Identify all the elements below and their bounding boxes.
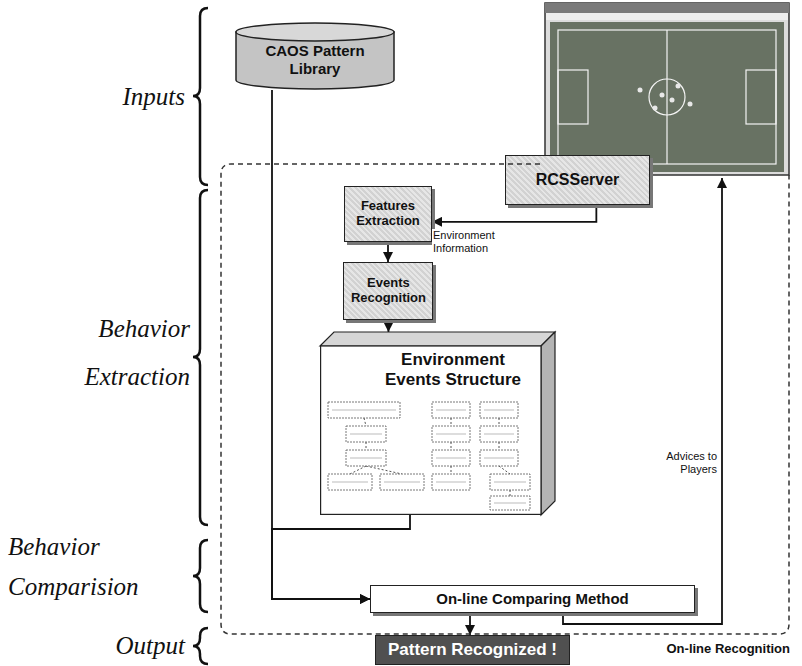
- player-dot: [676, 84, 681, 89]
- process-box: Features Extraction: [344, 186, 432, 242]
- window-frame: [545, 3, 789, 175]
- menu-bar: [546, 13, 788, 20]
- player-dot: [670, 98, 675, 103]
- connector-arrow: [469, 613, 471, 635]
- section-label: Behavior Comparision: [8, 527, 186, 607]
- output-box: Pattern Recognized !: [375, 635, 570, 665]
- connector-arrow: [388, 320, 390, 332]
- database-cylinder: CAOS Pattern Library: [235, 22, 395, 90]
- curly-brace: [193, 540, 208, 612]
- section-label: Behavior Extraction: [68, 305, 190, 401]
- edge-label: Environment Information: [432, 229, 510, 255]
- connector-arrow: [563, 178, 722, 624]
- edge-label: Advices to Players: [640, 450, 718, 476]
- pitch-line: [746, 70, 776, 124]
- curly-brace: [193, 628, 208, 664]
- process-box: Events Recognition: [343, 262, 433, 320]
- node-text: Events Recognition: [350, 276, 426, 306]
- soccer-screenshot: [545, 3, 789, 175]
- node-text: RCSServer: [536, 171, 620, 189]
- curly-brace: [193, 8, 208, 185]
- section-label: Inputs: [85, 80, 185, 114]
- pitch-line: [558, 30, 776, 164]
- node-text: Pattern Recognized !: [388, 640, 557, 660]
- pitch: [550, 22, 784, 172]
- curly-brace: [193, 8, 208, 664]
- connector-arrow: [387, 242, 389, 262]
- section-label: Output: [85, 630, 185, 662]
- pitch-line: [649, 79, 685, 115]
- node-text: On-line Comparing Method: [436, 590, 629, 607]
- pitch-line: [666, 30, 667, 164]
- server-box: RCSServer: [505, 155, 650, 205]
- pitch-line: [558, 70, 588, 124]
- players: [638, 84, 693, 111]
- curly-brace: [193, 190, 208, 525]
- player-dot: [660, 93, 665, 98]
- node-text: Environment Events Structure: [373, 350, 533, 390]
- connector-arrow: [432, 205, 596, 222]
- node-text: Features Extraction: [351, 199, 425, 229]
- pitch-lines: [558, 30, 776, 164]
- player-dot: [653, 106, 658, 111]
- player-dot: [688, 102, 693, 107]
- node-text: CAOS Pattern Library: [235, 22, 395, 78]
- node-text: On-line Recognition: [667, 641, 791, 656]
- structure-cube: Environment Events Structure: [320, 332, 555, 515]
- player-dot: [638, 88, 643, 93]
- process-box: On-line Comparing Method: [370, 585, 695, 613]
- title-bar: [545, 3, 789, 13]
